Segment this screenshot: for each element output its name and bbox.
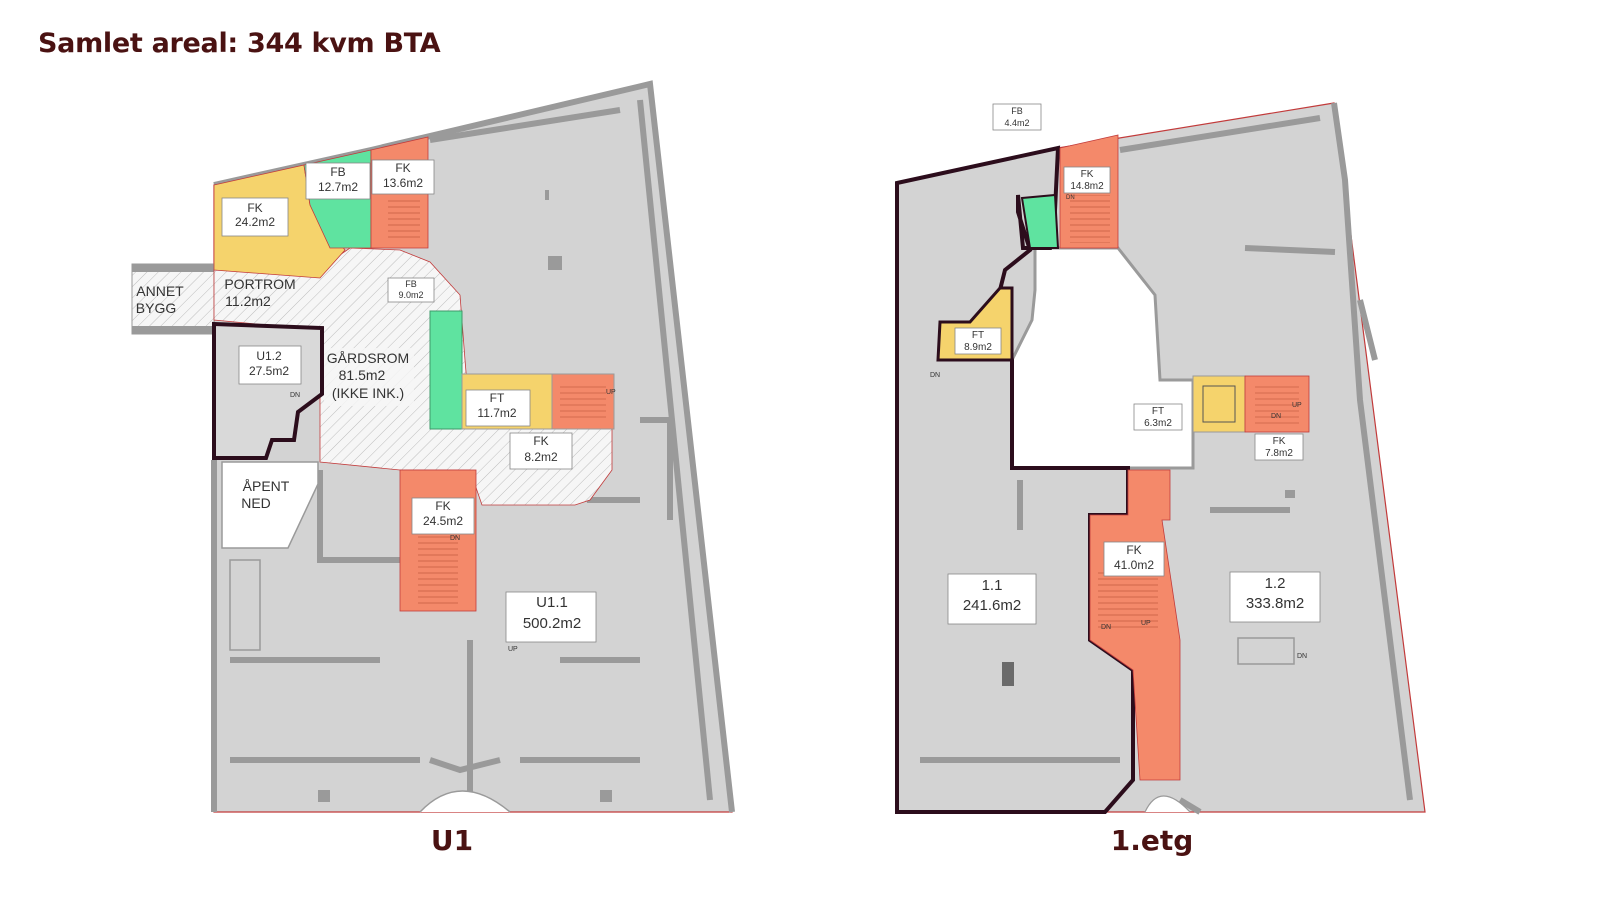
u1-fk-13-code: FK [395, 161, 410, 175]
plan-1etg: FB 4.4m2 FK 14.8m2 FT 8.9m2 FT 6.3m2 FK … [895, 102, 1426, 815]
u1-portrom-code: PORTROM [224, 276, 295, 292]
u1-fb-12-code: FB [330, 165, 345, 179]
etg-mark-dn5: DN [1066, 195, 1075, 201]
u1-open-below-area [221, 461, 319, 549]
u1-fk-24-code: FK [247, 201, 262, 215]
etg-unit-11-code: 1.1 [982, 577, 1003, 594]
u1-room-labels: FK 24.2m2 FB 12.7m2 FK 13.6m2 ANNET BYGG… [136, 159, 616, 653]
etg-walls [920, 102, 1413, 815]
u1-gardsrom-area: 81.5m2 [339, 367, 386, 383]
u1-fk-stair-area-text: 24.5m2 [423, 514, 463, 528]
u1-unit-11-code: U1.1 [536, 594, 568, 611]
u1-open-line2: NED [241, 495, 271, 511]
u1-mark-up2: UP [508, 646, 518, 653]
u1-annex-line2: BYGG [136, 300, 176, 316]
etg-fk-stair-code: FK [1126, 543, 1141, 557]
u1-fb-12-area-text: 12.7m2 [318, 180, 358, 194]
etg-ft-right-code: FT [1152, 406, 1164, 417]
etg-mark-dn2: DN [1271, 413, 1281, 420]
etg-fb-code: FB [1011, 106, 1023, 116]
etg-unit-11-area: 241.6m2 [963, 597, 1021, 614]
u1-annex [131, 263, 215, 335]
u1-fk-24-area-text: 24.2m2 [235, 215, 275, 229]
etg-mark-up1: UP [1292, 402, 1302, 409]
etg-mark-dn4: DN [1297, 653, 1307, 660]
u1-ft-area-text: 11.7m2 [477, 406, 516, 420]
etg-fk-right-code: FK [1273, 436, 1286, 447]
u1-annex-line1: ANNET [136, 283, 184, 299]
etg-unit-12-code: 1.2 [1265, 575, 1286, 592]
etg-unit-12-area: 333.8m2 [1246, 595, 1304, 612]
plan-label-u1: U1 [430, 824, 474, 857]
u1-fb-9-area-text: 9.0m2 [398, 290, 423, 300]
u1-fb-9-code: FB [405, 279, 417, 289]
u1-gardsrom-code: GÅRDSROM [327, 350, 409, 366]
u1-unit-12-area: 27.5m2 [249, 364, 289, 378]
etg-fk-right-area-text: 7.8m2 [1265, 448, 1293, 459]
etg-fk-14-area-text: 14.8m2 [1070, 181, 1104, 192]
etg-ft-right-area-text: 6.3m2 [1144, 418, 1172, 429]
etg-room-labels: FB 4.4m2 FK 14.8m2 FT 8.9m2 FT 6.3m2 FK … [930, 103, 1321, 660]
etg-mark-dn3: DN [1101, 624, 1111, 631]
etg-mark-up2: UP [1141, 620, 1151, 627]
u1-unit-12-code: U1.2 [256, 349, 282, 363]
u1-fk-13-area-text: 13.6m2 [383, 176, 423, 190]
plan-label-1etg: 1.etg [1110, 824, 1194, 857]
u1-fb-9-area [429, 310, 463, 430]
u1-portrom-area: 11.2m2 [225, 293, 271, 309]
u1-mark-up1: UP [606, 389, 616, 396]
u1-mark-dn1: DN [290, 392, 300, 399]
etg-fb-area [1020, 193, 1060, 249]
u1-open-line1: ÅPENT [243, 478, 290, 494]
u1-fk-8-code: FK [533, 434, 548, 448]
etg-fk-14-code: FK [1081, 169, 1094, 180]
u1-fk-8-area-text: 8.2m2 [524, 450, 558, 464]
etg-ft-left-code: FT [972, 330, 984, 341]
u1-gardsrom-note: (IKKE INK.) [332, 385, 404, 401]
etg-fk-stair-area-text: 41.0m2 [1114, 558, 1154, 572]
page-title: Samlet areal: 344 kvm BTA [38, 28, 441, 59]
etg-ft-right-area [1192, 375, 1246, 433]
u1-mark-dn2: DN [450, 535, 460, 542]
u1-ft-code: FT [490, 391, 505, 405]
etg-mark-dn1: DN [930, 372, 940, 379]
plan-u1: FK 24.2m2 FB 12.7m2 FK 13.6m2 ANNET BYGG… [131, 80, 735, 813]
u1-fk-stair-code: FK [435, 499, 450, 513]
etg-fb-area-text: 4.4m2 [1004, 118, 1029, 128]
etg-ft-left-area-text: 8.9m2 [964, 342, 992, 353]
u1-unit-11-area: 500.2m2 [523, 615, 581, 632]
